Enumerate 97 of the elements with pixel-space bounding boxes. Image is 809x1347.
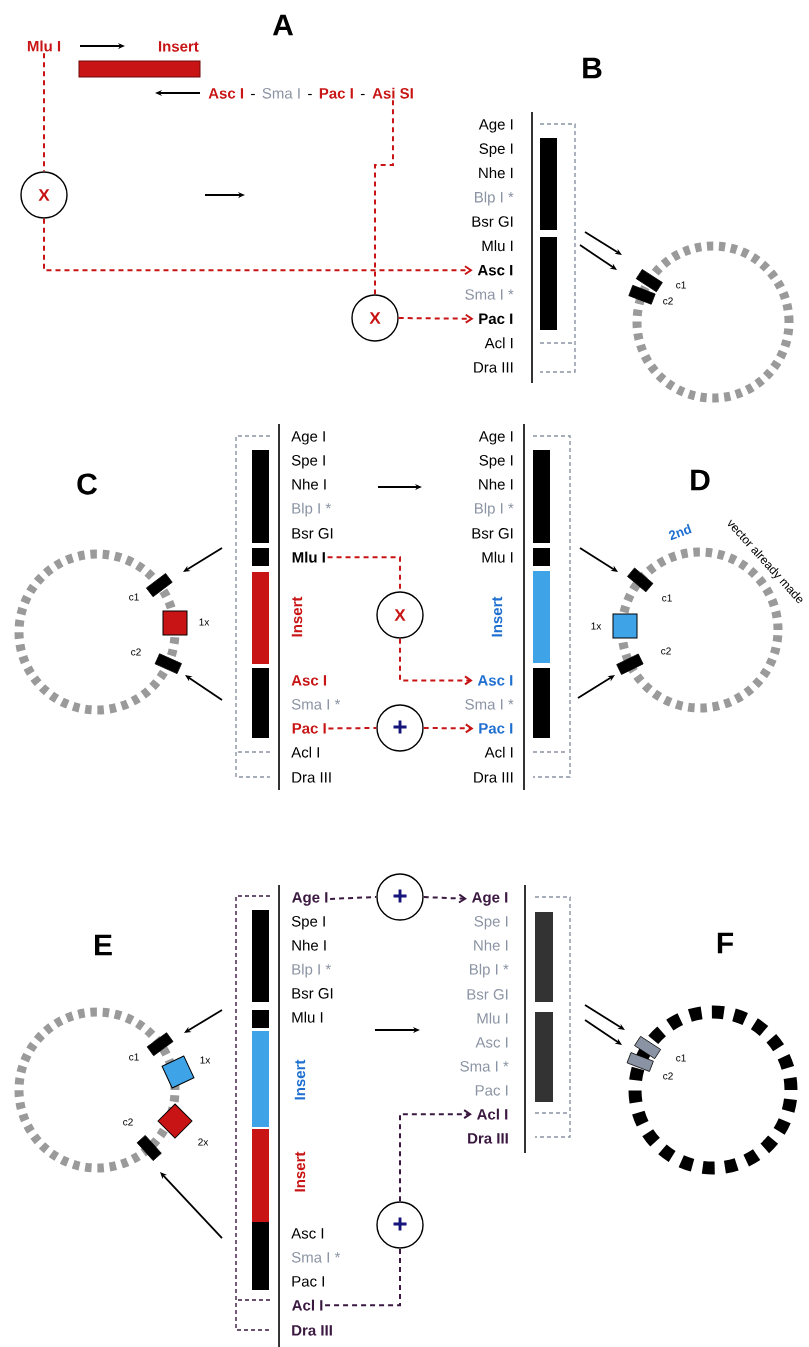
site-label: Mlu I xyxy=(477,1012,508,1024)
insert-label: Insert xyxy=(294,1151,306,1192)
site-label: Bsr GI xyxy=(472,216,513,227)
site-label: Mlu I xyxy=(292,1011,323,1023)
site-label: Mlu I xyxy=(292,551,325,563)
site-label: Blp I * xyxy=(292,502,331,517)
site-label: Spe I xyxy=(291,455,325,469)
connector-arrow xyxy=(399,637,473,686)
site-label: Acl I xyxy=(484,337,513,349)
plasmid-label: 1x xyxy=(591,622,602,630)
site-label: Bsr GI xyxy=(292,988,333,999)
site-label: Dra III xyxy=(292,1325,332,1336)
insert-label: Insert xyxy=(294,1059,306,1100)
plasmid-label: c1 xyxy=(129,593,139,601)
site-label: Asc I xyxy=(291,675,327,686)
site-label: Sma I * xyxy=(291,699,341,710)
site-label: Blp I * xyxy=(292,963,331,978)
site-label: Sma I xyxy=(262,88,300,99)
site-label: Spe I xyxy=(474,916,508,930)
plasmid-label: c1 xyxy=(676,1054,686,1062)
plasmid-label: c2 xyxy=(131,648,141,656)
panel-letter: C xyxy=(77,473,97,495)
insert-label: Insert xyxy=(291,596,303,637)
connector-arrow xyxy=(422,893,467,904)
plasmid-label: c1 xyxy=(129,1053,139,1061)
site-label: Asc I xyxy=(477,675,513,686)
site-label: Acl I xyxy=(477,1108,508,1120)
site-label: Dra III xyxy=(468,1133,508,1144)
site-label: Sma I * xyxy=(465,699,514,710)
site-label: Nhe I xyxy=(292,939,326,951)
plasmid-label: c2 xyxy=(123,1118,133,1126)
connector-arrow xyxy=(43,217,473,276)
connector-line xyxy=(374,99,394,296)
plasmid-label: c2 xyxy=(663,297,673,305)
site-label: Age I xyxy=(292,892,328,906)
site-label: Dra III xyxy=(292,772,331,783)
site-label: Insert xyxy=(158,41,199,52)
site-label: Asc I xyxy=(477,265,513,276)
site-label: Asc I xyxy=(475,1037,508,1048)
site-label: Pac I xyxy=(479,313,513,325)
separator-text: - xyxy=(251,93,255,96)
connector-arrow xyxy=(397,313,474,324)
site-label: Mlu I xyxy=(482,551,513,563)
site-label: Asc I xyxy=(208,88,244,99)
panel-letter: F xyxy=(717,932,734,954)
insert-label: Insert xyxy=(491,596,503,637)
plasmid-label: c1 xyxy=(676,281,686,289)
site-label: Pac I xyxy=(292,1276,324,1287)
site-label: Bsr GI xyxy=(467,989,508,1000)
site-label: Age I xyxy=(472,892,508,906)
site-label: Pac I xyxy=(319,88,353,99)
connector-arrow xyxy=(422,723,474,734)
site-label: Sma I * xyxy=(291,1252,341,1263)
site-label: Spe I xyxy=(479,143,513,157)
site-label: Mlu I xyxy=(27,40,61,52)
panel-letter: B xyxy=(583,57,602,79)
connector-line xyxy=(329,896,378,900)
site-label: Sma I * xyxy=(460,1061,509,1072)
site-label: Age I xyxy=(291,431,325,445)
plasmid-label: 2x xyxy=(198,1138,209,1146)
connector-line xyxy=(327,727,378,730)
panel-letter: A xyxy=(272,14,294,36)
panel-letter: D xyxy=(691,469,710,491)
site-label: Bsr GI xyxy=(472,528,513,539)
site-label: Sma I * xyxy=(465,289,514,300)
site-label: Bsr GI xyxy=(292,528,333,539)
plasmid-label: c2 xyxy=(661,647,671,655)
site-label: Nhe I xyxy=(479,478,513,490)
plasmid-label: c2 xyxy=(663,1072,673,1080)
site-label: Nhe I xyxy=(292,478,326,490)
site-label: Acl I xyxy=(484,746,513,758)
site-label: Blp I * xyxy=(475,502,514,517)
site-label: Age I xyxy=(478,431,513,445)
connector-arrow xyxy=(399,1109,472,1203)
site-label: Acl I xyxy=(292,1299,323,1311)
site-label: Nhe I xyxy=(474,939,508,951)
site-label: Asi SI xyxy=(372,87,413,99)
site-label: Pac I xyxy=(475,1085,508,1096)
site-label: Blp I * xyxy=(470,963,509,978)
panel-letter: E xyxy=(95,934,112,956)
connector-line xyxy=(324,1247,401,1307)
site-label: Age I xyxy=(478,119,513,133)
site-label: Dra III xyxy=(474,362,513,373)
connector-line xyxy=(43,52,45,173)
site-label: Mlu I xyxy=(482,240,513,252)
site-label: Dra III xyxy=(474,772,513,783)
plasmid-label: 1x xyxy=(200,1056,211,1064)
annotation-text: 2nd xyxy=(668,523,692,541)
site-label: Pac I xyxy=(479,723,513,734)
plasmid-label: c1 xyxy=(662,594,672,602)
site-label: Nhe I xyxy=(479,167,513,179)
site-label: Spe I xyxy=(479,455,513,469)
site-label: Pac I xyxy=(292,723,326,734)
separator-text: - xyxy=(360,93,365,96)
separator-text: - xyxy=(308,93,312,96)
site-label: Blp I * xyxy=(475,191,514,206)
plasmid-label: 1x xyxy=(199,618,210,626)
